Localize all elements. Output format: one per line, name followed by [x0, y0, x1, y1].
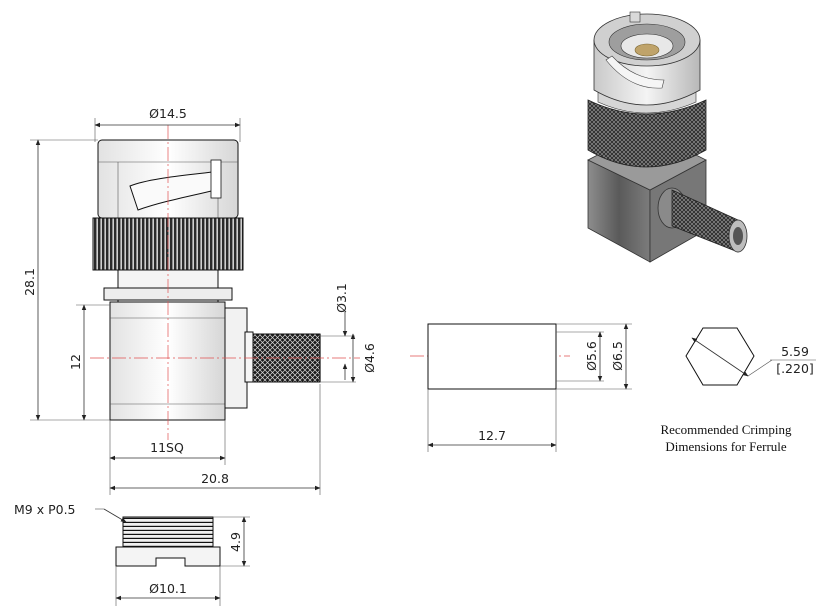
nut-base — [115, 546, 221, 567]
nut-view: 4.9 Ø10.1 M9 x P0.5 — [14, 502, 250, 606]
dim-height-28-1: 28.1 — [22, 139, 110, 421]
dim-width-11sq: 11SQ — [109, 420, 226, 465]
elbow-body — [109, 301, 226, 421]
dim-label-4-6: Ø4.6 — [362, 343, 377, 373]
dim-width-20-8: 20.8 — [109, 384, 321, 495]
dim-label-12: 12 — [68, 354, 83, 370]
connector-isometric-render — [587, 11, 748, 263]
ferrule-view: Ø5.6 Ø6.5 12.7 — [410, 323, 632, 452]
dim-label-12-7: 12.7 — [478, 428, 506, 443]
dim-height-12: 12 — [68, 304, 110, 421]
nut-thread — [122, 516, 214, 548]
hex-crimp-view: 5.59 [.220] Recommended Crimping Dimensi… — [660, 327, 816, 454]
hex-shape — [685, 327, 755, 386]
dim-label-220: [.220] — [776, 361, 814, 376]
dim-dia-3-1: Ø3.1 — [320, 283, 355, 380]
dim-label-28-1: 28.1 — [22, 268, 37, 296]
dim-label-11sq: 11SQ — [150, 440, 184, 455]
crimp-note-line-2: Dimensions for Ferrule — [665, 439, 787, 454]
dim-dia-14-5: Ø14.5 — [94, 106, 241, 142]
thread-label: M9 x P0.5 — [14, 502, 76, 517]
dim-label-14-5: Ø14.5 — [149, 106, 187, 121]
ferrule-body — [427, 323, 557, 390]
dim-label-4-9: 4.9 — [228, 532, 243, 552]
dim-label-6-5: Ø6.5 — [610, 341, 625, 371]
crimp-note-line-1: Recommended Crimping — [660, 422, 792, 437]
dim-label-20-8: 20.8 — [201, 471, 229, 486]
dim-label-3-1: Ø3.1 — [334, 283, 349, 313]
dim-label-5-6: Ø5.6 — [584, 341, 599, 371]
knurled-ferrule — [252, 333, 321, 383]
dim-label-10-1: Ø10.1 — [149, 581, 187, 596]
dim-dia-4-6: Ø4.6 — [320, 333, 377, 383]
connector-side-view — [90, 125, 360, 440]
dim-label-5-59: 5.59 — [781, 344, 809, 359]
